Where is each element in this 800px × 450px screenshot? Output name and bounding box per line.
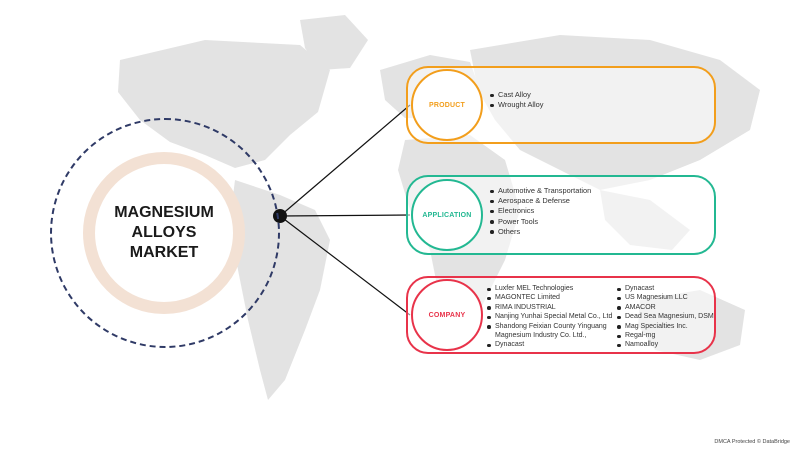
list-item: MAGONTEC Limited bbox=[487, 293, 612, 302]
product-list: Cast Alloy Wrought Alloy bbox=[490, 90, 543, 110]
list-item: AMACOR bbox=[617, 303, 714, 312]
list-item: Shandong Feixian County Yinguang bbox=[487, 322, 612, 331]
list-item: Automotive & Transportation bbox=[490, 186, 591, 196]
list-item: Namoalloy bbox=[617, 340, 714, 349]
product-badge: PRODUCT bbox=[411, 69, 483, 141]
list-item: Wrought Alloy bbox=[490, 100, 543, 110]
list-item: Cast Alloy bbox=[490, 90, 543, 100]
list-item: Regal-mg bbox=[617, 331, 714, 340]
list-item: Power Tools bbox=[490, 217, 591, 227]
list-item: Mag Specialties Inc. bbox=[617, 322, 714, 331]
list-item: Luxfer MEL Technologies bbox=[487, 284, 612, 293]
list-item: RIMA INDUSTRIAL bbox=[487, 303, 612, 312]
company-list-col2: Dynacast US Magnesium LLC AMACOR Dead Se… bbox=[617, 284, 714, 350]
list-item-continued: Magnesium Industry Co. Ltd., bbox=[495, 332, 587, 340]
list-item: Dynacast bbox=[617, 284, 714, 293]
hub-dashed-ring bbox=[50, 118, 280, 348]
application-badge: APPLICATION bbox=[411, 179, 483, 251]
list-item: Others bbox=[490, 227, 591, 237]
footer-copyright: DMCA Protected © DataBridge bbox=[714, 439, 790, 445]
list-item: Dead Sea Magnesium, DSM bbox=[617, 312, 714, 321]
list-item: Aerospace & Defense bbox=[490, 196, 591, 206]
company-label: COMPANY bbox=[428, 311, 466, 319]
application-label: APPLICATION bbox=[422, 211, 472, 219]
hub-title: MAGNESIUM ALLOYS MARKET bbox=[114, 204, 214, 261]
company-list-col1: Luxfer MEL Technologies MAGONTEC Limited… bbox=[487, 284, 612, 350]
list-item: Nanjing Yunhai Special Metal Co., Ltd bbox=[487, 312, 612, 321]
product-label: PRODUCT bbox=[428, 101, 465, 109]
list-item: US Magnesium LLC bbox=[617, 293, 714, 302]
list-item: Dynacast bbox=[487, 340, 612, 349]
company-badge: COMPANY bbox=[411, 279, 483, 351]
application-list: Automotive & Transportation Aerospace & … bbox=[490, 186, 591, 237]
list-item: Electronics bbox=[490, 206, 591, 216]
